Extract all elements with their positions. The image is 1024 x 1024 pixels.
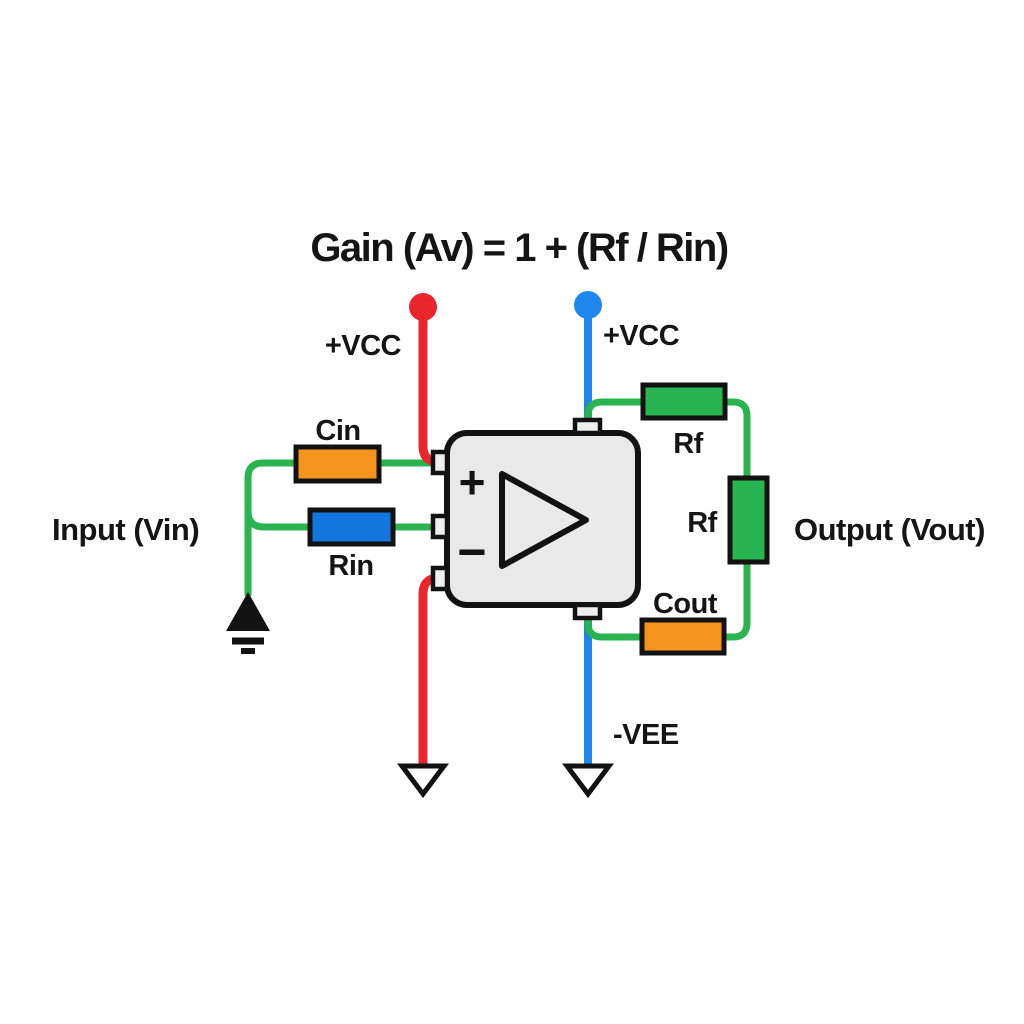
resistor-rin bbox=[307, 507, 396, 547]
opamp-pin-left-top bbox=[430, 449, 450, 476]
input-wire-main bbox=[244, 459, 296, 596]
capacitor-cin bbox=[293, 444, 382, 484]
resistor-rf-side bbox=[727, 475, 770, 565]
opamp-noninverting-label: + bbox=[459, 456, 486, 508]
vee-rail-arrow bbox=[562, 763, 614, 799]
vcc-blue-terminal-dot bbox=[574, 291, 602, 319]
output-label: Output (Vout) bbox=[794, 512, 985, 547]
input-wire-branch bbox=[244, 510, 312, 531]
vee-label: -VEE bbox=[613, 719, 679, 751]
resistor-rf-top bbox=[640, 382, 728, 421]
opamp-inverting-label: − bbox=[457, 524, 486, 580]
capacitor-cout bbox=[639, 617, 727, 656]
opamp-pin-left-middle bbox=[430, 513, 450, 540]
opamp-pin-top bbox=[572, 417, 603, 436]
rf-top-label: Rf bbox=[673, 428, 703, 460]
rin-label: Rin bbox=[328, 550, 374, 582]
ground-symbol-triangle bbox=[226, 592, 270, 631]
vcc-red-wire-top bbox=[418, 306, 446, 467]
input-label: Input (Vin) bbox=[52, 512, 200, 547]
vcc-red-wire-bottom bbox=[418, 573, 446, 764]
vcc-left-label: +VCC bbox=[324, 330, 402, 362]
vcc-red-terminal-dot bbox=[409, 293, 437, 321]
cout-label: Cout bbox=[652, 588, 718, 620]
opamp-triangle bbox=[499, 471, 589, 569]
vcc-right-label: +VCC bbox=[603, 320, 680, 352]
opamp-pin-bottom bbox=[572, 602, 603, 621]
gain-formula-title: Gain (Av) = 1 + (Rf / Rin) bbox=[310, 226, 729, 270]
vcc-rail-arrow bbox=[397, 763, 449, 799]
cin-label: Cin bbox=[315, 415, 361, 447]
rf-side-label: Rf bbox=[687, 507, 717, 539]
opamp-pin-left-bottom bbox=[430, 565, 450, 592]
